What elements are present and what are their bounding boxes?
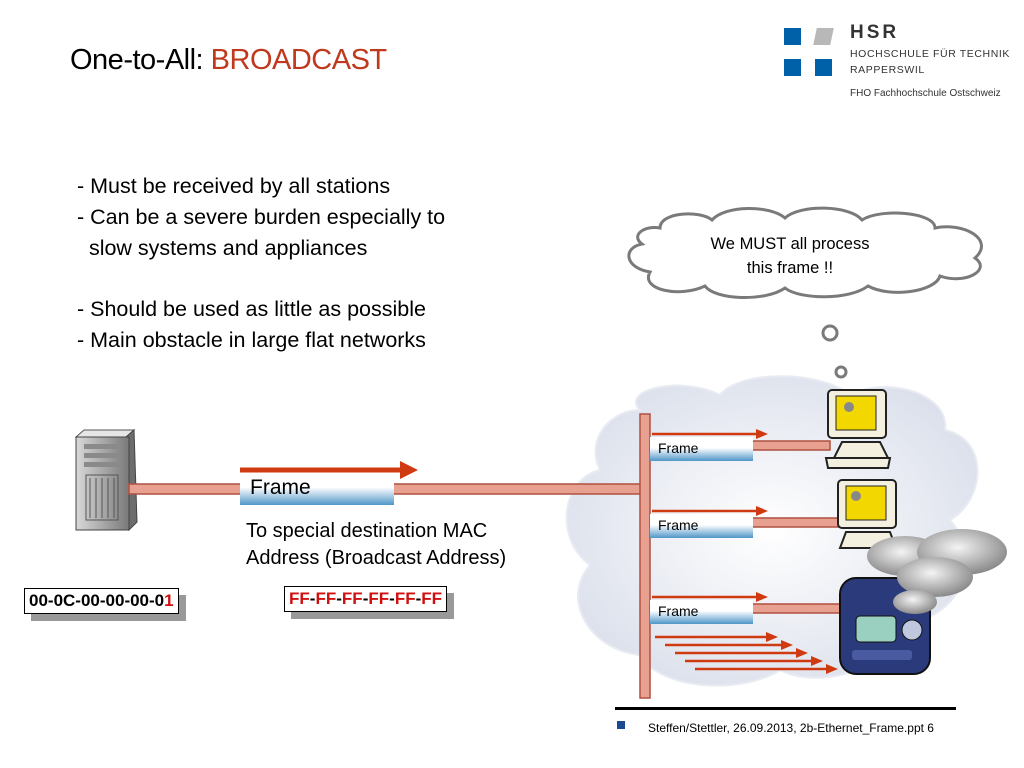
title-prefix: One-to-All:	[70, 44, 211, 76]
mac-separator: -	[336, 589, 342, 608]
source-mac-address: 00-0C-00-00-00-01	[24, 588, 179, 614]
thought-line-2: this frame !!	[746, 259, 834, 277]
mac-octet: FF	[289, 589, 310, 608]
footer-rule	[615, 707, 956, 710]
bullet-1: - Must be received by all stations	[77, 174, 391, 198]
footer-text: Steffen/Stettler, 26.09.2013, 2b-Etherne…	[648, 721, 934, 735]
thought-bubble	[627, 206, 983, 379]
bullet-2-continued: slow systems and appliances	[77, 236, 368, 260]
logo-line-1: HOCHSCHULE FÜR TECHNIK	[850, 48, 1011, 60]
steam-blobs	[867, 529, 1007, 614]
multiple-frames-arrows	[655, 632, 838, 674]
bullet-2: - Can be a severe burden especially to	[77, 205, 446, 229]
source-mac-last-digit: 1	[164, 591, 174, 610]
bus-cable	[639, 413, 651, 699]
destination-line-2: Address (Broadcast Address)	[246, 547, 507, 569]
bullet-3: - Should be used as little as possible	[77, 297, 426, 321]
footer-bullet-icon	[617, 721, 625, 729]
frame-box-small: Frame	[650, 514, 753, 538]
mac-octet: FF	[421, 589, 443, 608]
destination-line-1: To special destination MAC	[246, 520, 488, 542]
branch-arrow	[652, 429, 768, 439]
bullet-4: - Main obstacle in large flat networks	[77, 328, 426, 352]
thought-text: We MUST all process this frame !!	[690, 232, 890, 280]
mac-octet: FF	[394, 589, 416, 608]
title-accent: BROADCAST	[210, 44, 387, 76]
mac-octet: FF	[341, 589, 363, 608]
logo-brand: HSR	[850, 22, 900, 43]
source-mac-prefix: 00-0C-00-00-00-0	[29, 591, 165, 610]
branch-arrow	[652, 592, 768, 602]
frame-box-small: Frame	[650, 600, 753, 624]
server-tower-icon	[74, 428, 138, 532]
mac-separator: -	[309, 589, 316, 608]
slide-title: One-to-All: BROADCAST	[70, 44, 387, 77]
logo-square-icon	[784, 28, 801, 45]
mac-separator: -	[389, 589, 395, 608]
computer-icon	[837, 479, 898, 549]
broadcast-mac-address: FF-FF-FF-FF-FF-FF	[284, 586, 448, 612]
mac-octet: FF	[368, 589, 390, 608]
logo-square-icon	[815, 59, 832, 76]
mac-separator: -	[362, 589, 369, 608]
hsr-logo: HSR HOCHSCHULE FÜR TECHNIK RAPPERSWIL FH…	[784, 22, 1016, 104]
logo-square-icon	[784, 59, 801, 76]
mac-separator: -	[415, 589, 422, 608]
mac-octet: FF	[315, 589, 337, 608]
logo-line-3: FHO Fachhochschule Ostschweiz	[850, 88, 1001, 99]
logo-line-2: RAPPERSWIL	[850, 64, 925, 76]
frame-arrow	[240, 461, 418, 479]
frame-box-small: Frame	[650, 437, 753, 461]
branch-arrow	[652, 506, 768, 516]
computer-icon	[824, 389, 892, 469]
thought-line-1: We MUST all process	[710, 235, 870, 253]
destination-description: To special destination MAC Address (Broa…	[246, 518, 506, 572]
frame-box-main: Frame	[240, 473, 394, 505]
